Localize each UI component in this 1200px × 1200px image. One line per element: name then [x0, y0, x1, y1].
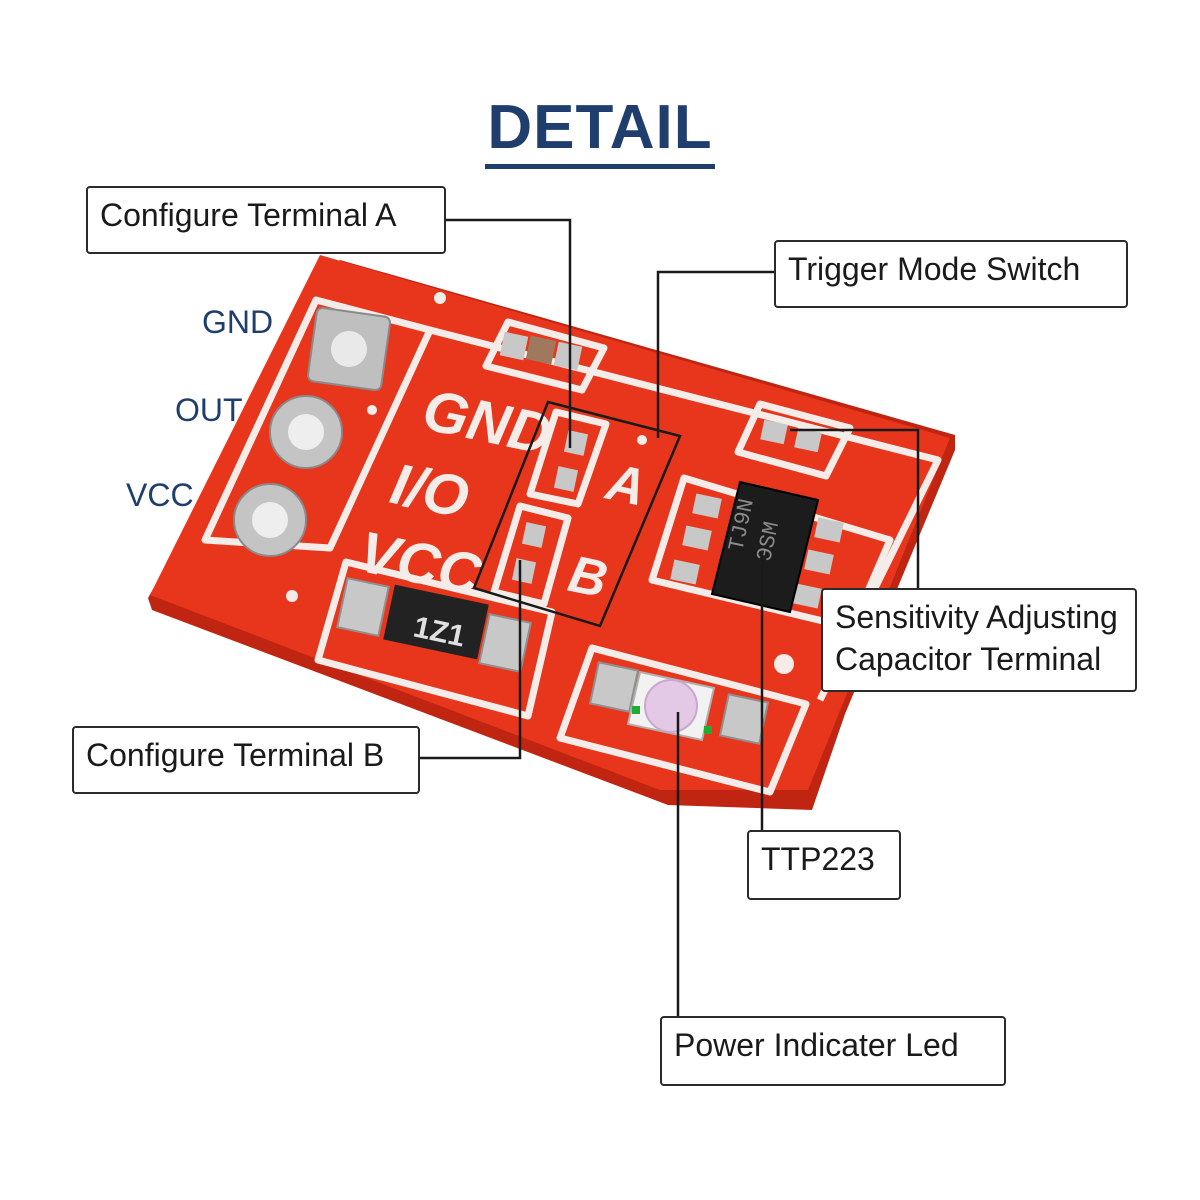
board-top	[150, 255, 950, 790]
top-capacitor-body	[525, 335, 557, 365]
leader-sensitivity	[790, 428, 920, 588]
resistor-pad-right	[478, 612, 532, 674]
out-hole	[288, 414, 324, 450]
chip-lead	[682, 525, 712, 551]
header-pins	[233, 306, 392, 557]
leader-trigger-mode	[656, 270, 775, 438]
leader-configure-a	[445, 218, 572, 448]
chip-lead	[804, 549, 834, 575]
callout-configure-terminal-a: Configure Terminal A	[86, 186, 446, 254]
leader-configure-b	[420, 560, 522, 760]
callout-power-indicator-led: Power Indicater Led	[660, 1016, 1006, 1086]
chip-lead	[692, 493, 722, 519]
silk-io: I/O	[385, 451, 474, 531]
via-dot	[774, 654, 794, 674]
top-cap-box	[482, 318, 608, 394]
page-title: DETAIL	[0, 92, 1200, 169]
jumper-a-box	[526, 408, 610, 508]
gnd-hole	[331, 331, 367, 367]
via-dot	[367, 405, 377, 415]
page-title-text: DETAIL	[485, 93, 715, 169]
callout-trigger-mode-switch: Trigger Mode Switch	[774, 240, 1128, 308]
jumper-b-pad-1	[521, 522, 547, 548]
chip-lead	[792, 583, 822, 609]
led-pad-left	[588, 661, 640, 713]
top-capacitor-pad-left	[499, 331, 529, 361]
led-box	[556, 644, 810, 796]
led-lens	[644, 679, 698, 733]
ttp223-chip	[710, 480, 820, 614]
chip-lead	[670, 559, 700, 585]
pin-label-out: OUT	[175, 392, 243, 428]
via-dot	[286, 590, 298, 602]
top-capacitor-pad-right	[553, 341, 583, 371]
led-pad-right	[718, 693, 770, 745]
jumper-b-pad-2	[511, 558, 537, 584]
via-dot	[637, 435, 647, 445]
callout-configure-terminal-b: Configure Terminal B	[72, 726, 420, 794]
chip-lead	[814, 517, 844, 543]
callout-ttp223: TTP223	[747, 830, 901, 900]
sens-pad-right	[794, 427, 822, 453]
resistor-body	[383, 584, 489, 660]
callout-sensitivity-line1: Sensitivity Adjusting	[835, 599, 1118, 635]
trigger-mode-bracket	[472, 400, 682, 628]
sens-pad-left	[760, 419, 788, 445]
resistor-box	[314, 558, 556, 720]
via-dot	[434, 292, 446, 304]
callout-sensitivity-capacitor: Sensitivity Adjusting Capacitor Terminal	[821, 588, 1137, 692]
vcc-hole	[252, 502, 288, 538]
header-outline	[201, 296, 434, 552]
callout-sensitivity-line2: Capacitor Terminal	[835, 641, 1102, 677]
pin-label-gnd: GND	[202, 304, 274, 340]
resistor-pad-left	[336, 576, 390, 638]
jumper-a-pad-2	[553, 466, 579, 492]
jumper-b-box	[490, 502, 572, 608]
pin-label-vcc: VCC	[126, 477, 194, 513]
led-corner-mark	[704, 726, 712, 734]
led-corner-mark	[632, 706, 640, 714]
sens-cap-box	[734, 400, 854, 480]
